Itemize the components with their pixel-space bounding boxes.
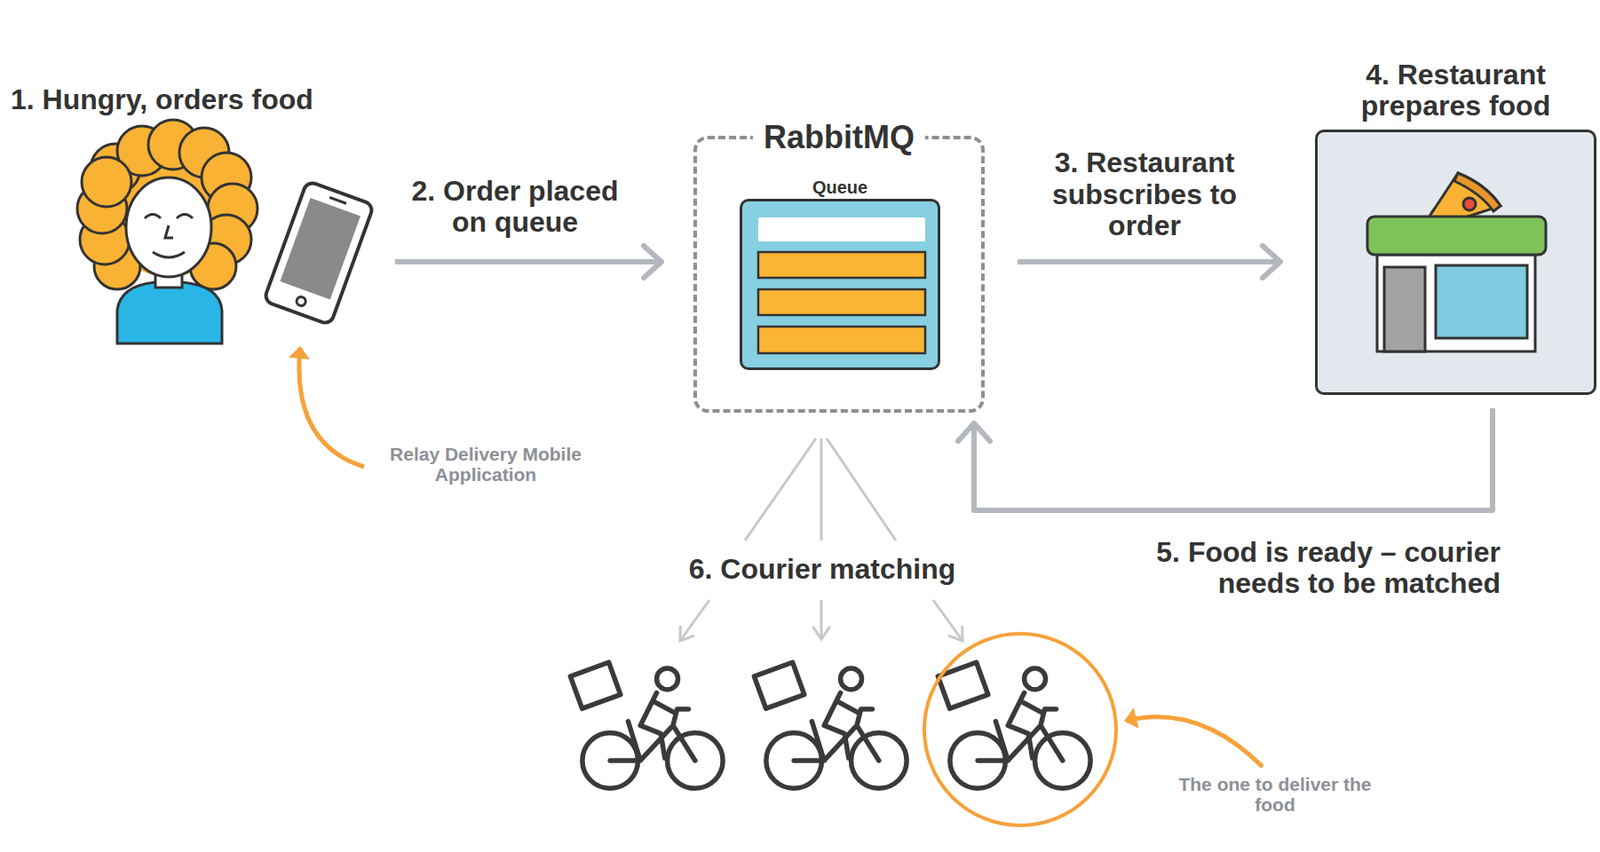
phone-icon [329, 197, 347, 204]
step-heading: 1. Hungry, orders food [10, 84, 314, 116]
customer-figure [104, 149, 233, 278]
customer-figure [126, 177, 212, 278]
highlight-circle [924, 633, 1117, 826]
flow-arrow [395, 259, 662, 265]
queue-items [758, 326, 926, 354]
callout-arrow [299, 348, 365, 468]
courier-icon [937, 662, 1091, 789]
customer-figure [90, 143, 141, 194]
customer-figure [207, 183, 258, 234]
queue-items [758, 289, 926, 316]
shop-icon [1463, 198, 1476, 211]
callout-label: The one to deliver the food [1168, 774, 1382, 816]
customer-figure [81, 157, 132, 207]
shop-icon [1377, 254, 1536, 352]
callout-label: Relay Delivery Mobile Application [379, 443, 593, 485]
shop-icon [1367, 173, 1546, 352]
matching-lines [680, 600, 710, 642]
callout-arrow [1125, 717, 1263, 768]
queue-items [758, 252, 926, 278]
queue-title: Queue [812, 177, 868, 198]
matching-lines [933, 600, 963, 642]
matching-lines [820, 438, 824, 541]
step-heading: 4. Restaurant prepares food [1322, 59, 1590, 122]
customer-figure [77, 183, 127, 234]
step-label: 5. Food is ready – courier needs to be m… [1083, 537, 1501, 600]
customer-figure [179, 127, 230, 178]
matching-lines [820, 600, 824, 640]
shop-icon [1384, 267, 1426, 352]
broker-title: RabbitMQ [752, 119, 926, 156]
customer-figure [201, 152, 252, 203]
customer-figure [190, 243, 237, 290]
phone-icon [295, 295, 308, 308]
customer-figure [201, 214, 252, 265]
customer-figure [77, 119, 258, 344]
step-label: 2. Order placed on queue [403, 175, 626, 238]
shop-icon [1454, 173, 1501, 212]
phone-icon [279, 198, 361, 300]
phone-icon [263, 181, 374, 326]
customer-node: 1. Hungry, orders food [88, 133, 382, 349]
matching-lines [744, 438, 816, 541]
queue-items [758, 217, 926, 242]
restaurant-box: 4. Restaurant prepares food [1314, 129, 1597, 396]
step-label: 6. Courier matching [681, 554, 964, 586]
courier-icon [570, 662, 723, 789]
shop-icon [1430, 205, 1456, 231]
shop-icon [1418, 173, 1501, 233]
queue-box: Queue [739, 198, 941, 371]
matching-lines [826, 438, 896, 541]
shop-icon [1435, 265, 1528, 339]
flow-arrow [1017, 259, 1281, 265]
matching-lines [680, 438, 963, 642]
step-label: 3. Restaurant subscribes to order [1051, 147, 1238, 242]
flow-arrow [974, 408, 1493, 511]
customer-figure [117, 126, 167, 176]
customer-figure [79, 214, 130, 265]
broker-box: RabbitMQQueue [693, 135, 985, 413]
customer-figure [144, 214, 193, 259]
customer-figure [148, 119, 199, 170]
queue-items [758, 217, 926, 354]
customer-figure [155, 266, 183, 288]
shop-icon [1367, 216, 1546, 255]
courier-icon [753, 662, 907, 789]
customer-figure [117, 282, 222, 344]
phone-icon [263, 181, 374, 326]
customer-figure [94, 243, 141, 290]
